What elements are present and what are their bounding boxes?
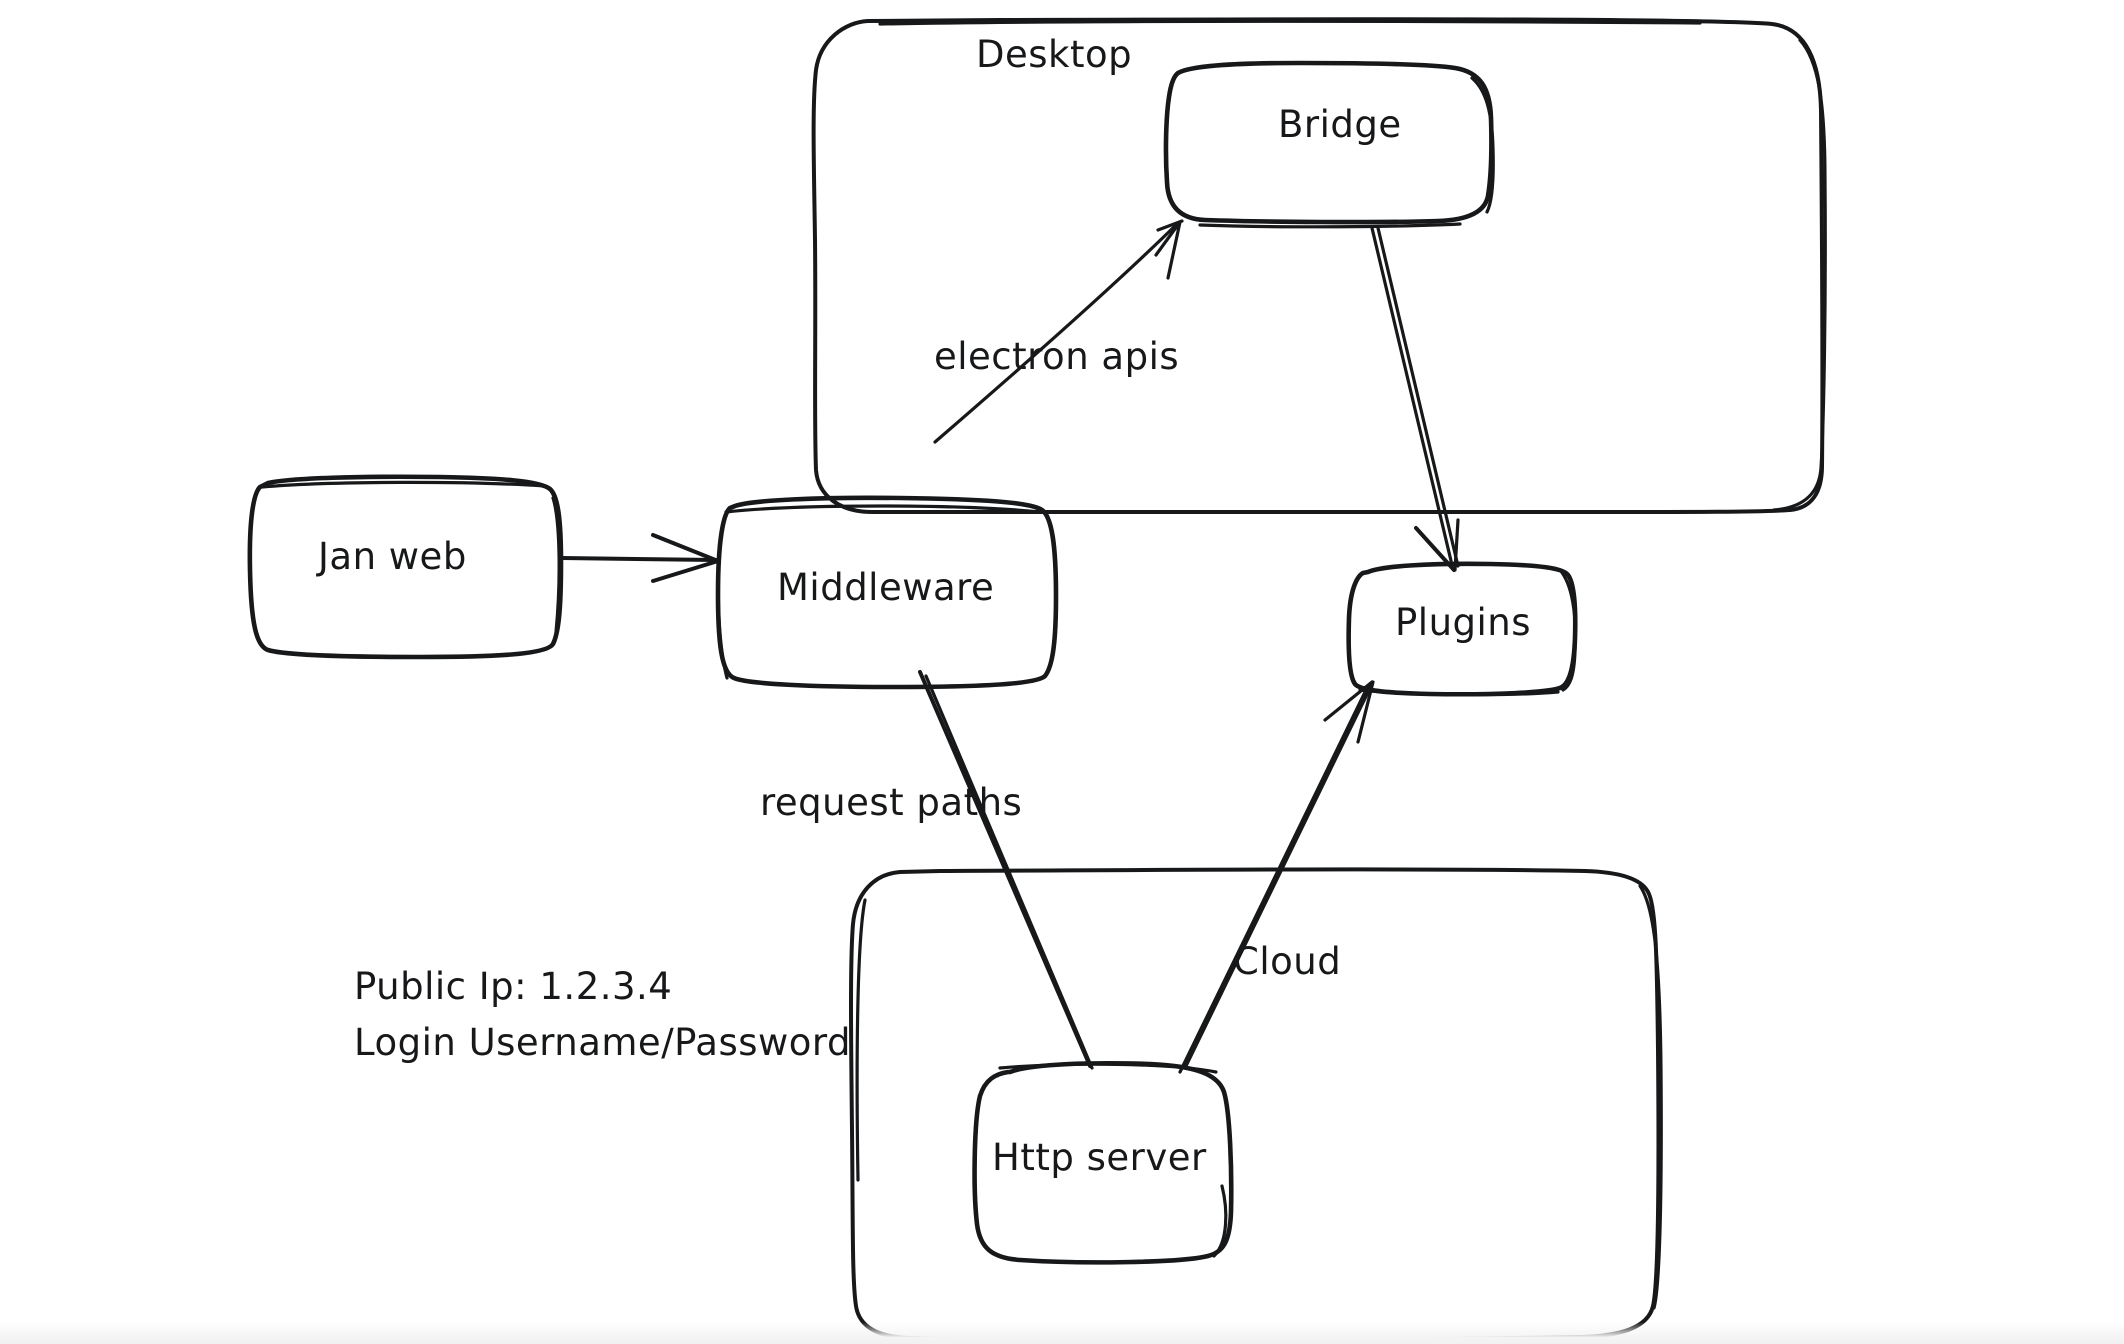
edge-jan-web-to-middleware (560, 533, 720, 583)
node-label-middleware: Middleware (777, 566, 995, 609)
note-public-ip: Public Ip: 1.2.3.4 (354, 965, 673, 1008)
edge-label-electron-apis: electron apis (934, 335, 1180, 378)
group-label-cloud: Cloud (1233, 940, 1342, 983)
node-label-plugins: Plugins (1395, 601, 1532, 644)
edge-middleware-to-bridge (933, 219, 1184, 444)
node-jan-web-border[interactable] (247, 474, 564, 660)
node-plugins-border[interactable] (1346, 561, 1578, 697)
bottom-edge-strip (0, 1322, 2124, 1344)
note-login-credentials: Login Username/Password (354, 1021, 851, 1064)
node-middleware-border[interactable] (715, 495, 1059, 690)
edge-middleware-to-http-server (918, 670, 1094, 1070)
edge-http-server-to-plugins (1178, 680, 1375, 1074)
node-label-bridge: Bridge (1278, 103, 1402, 146)
node-label-jan-web: Jan web (318, 535, 467, 578)
node-bridge-border[interactable] (1163, 60, 1495, 229)
edge-label-request-paths: request paths (760, 781, 1023, 824)
group-desktop-border (811, 17, 1827, 515)
node-http-server-border[interactable] (972, 1060, 1234, 1265)
node-label-http-server: Http server (992, 1136, 1207, 1179)
group-label-desktop: Desktop (976, 33, 1133, 76)
edge-bridge-to-plugins (1370, 226, 1460, 572)
